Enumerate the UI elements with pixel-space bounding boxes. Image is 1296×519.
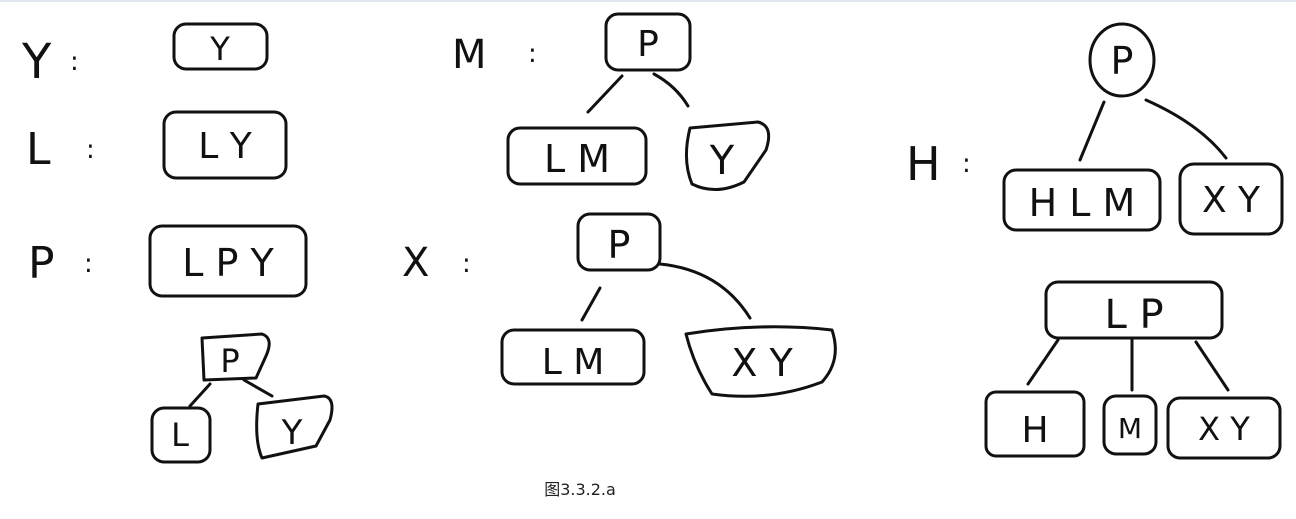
step-m: M : P L M Y [452, 12, 771, 191]
tree-node [1002, 168, 1162, 232]
colon: : [962, 149, 971, 179]
colon: : [528, 39, 537, 69]
colon: : [70, 47, 79, 77]
node-keys: L P Y [182, 241, 274, 285]
tree-node [684, 325, 837, 398]
node-keys: Y [281, 413, 303, 453]
node-keys: P [220, 342, 239, 380]
node-keys: L Y [198, 126, 253, 167]
tree-edge [1078, 100, 1106, 162]
tree-node [576, 212, 662, 272]
tree-node [150, 406, 212, 464]
step-label: H [906, 137, 941, 191]
step-label: P [28, 238, 55, 289]
tree-edge [652, 72, 690, 108]
tree-node [685, 120, 771, 191]
tree-edge [188, 382, 212, 408]
node-keys: L M [542, 342, 605, 383]
step-p: P : L P Y P L Y [28, 224, 334, 464]
tree-edge [1194, 340, 1230, 392]
tree-node [1178, 162, 1284, 236]
node-keys: H [1021, 410, 1048, 451]
tree-node [500, 328, 646, 386]
node-keys: P [608, 223, 631, 267]
step-h: H : P H L M X Y L P H M X Y [906, 22, 1284, 460]
tree-edge [580, 286, 602, 322]
tree-node [162, 110, 288, 180]
node-keys: X Y [731, 341, 793, 385]
step-label: L [26, 124, 51, 175]
step-y: Y : Y [21, 22, 269, 90]
figure-caption: 图3.3.2.a [544, 480, 616, 499]
tree-node [255, 394, 334, 460]
node-keys: Y [209, 30, 230, 68]
tree-edge [1026, 338, 1060, 386]
tree-node [200, 332, 271, 382]
colon: : [86, 135, 95, 165]
step-x: X : P L M X Y [402, 212, 837, 398]
node-keys: P [1111, 39, 1134, 83]
step-label: X [402, 240, 429, 286]
tree-node [1102, 394, 1158, 456]
node-keys: X Y [1198, 410, 1250, 448]
tree-edge [1144, 98, 1228, 160]
node-keys: L M [544, 137, 610, 181]
step-label: M [452, 32, 487, 78]
tree-node [1044, 280, 1224, 340]
step-l: L : L Y [26, 110, 288, 180]
node-keys: L [171, 416, 189, 454]
node-keys: M [1118, 412, 1142, 445]
tree-edge [586, 74, 624, 114]
tree-edge [242, 378, 274, 398]
node-keys: X Y [1202, 180, 1261, 221]
tree-node [506, 126, 648, 186]
tree-node [604, 12, 692, 72]
node-keys: H L M [1029, 181, 1136, 225]
tree-node [172, 22, 269, 71]
node-keys: L P [1104, 292, 1163, 338]
step-label: Y [21, 34, 52, 90]
tree-node [148, 224, 308, 298]
tree-node [984, 390, 1086, 458]
tree-edge [658, 262, 752, 320]
tree-node [1166, 396, 1282, 460]
node-keys: P [637, 24, 659, 65]
colon: : [84, 249, 93, 279]
window-top-border [0, 0, 1296, 2]
colon: : [462, 249, 471, 279]
tree-node [1088, 22, 1156, 98]
node-keys: Y [709, 138, 735, 184]
